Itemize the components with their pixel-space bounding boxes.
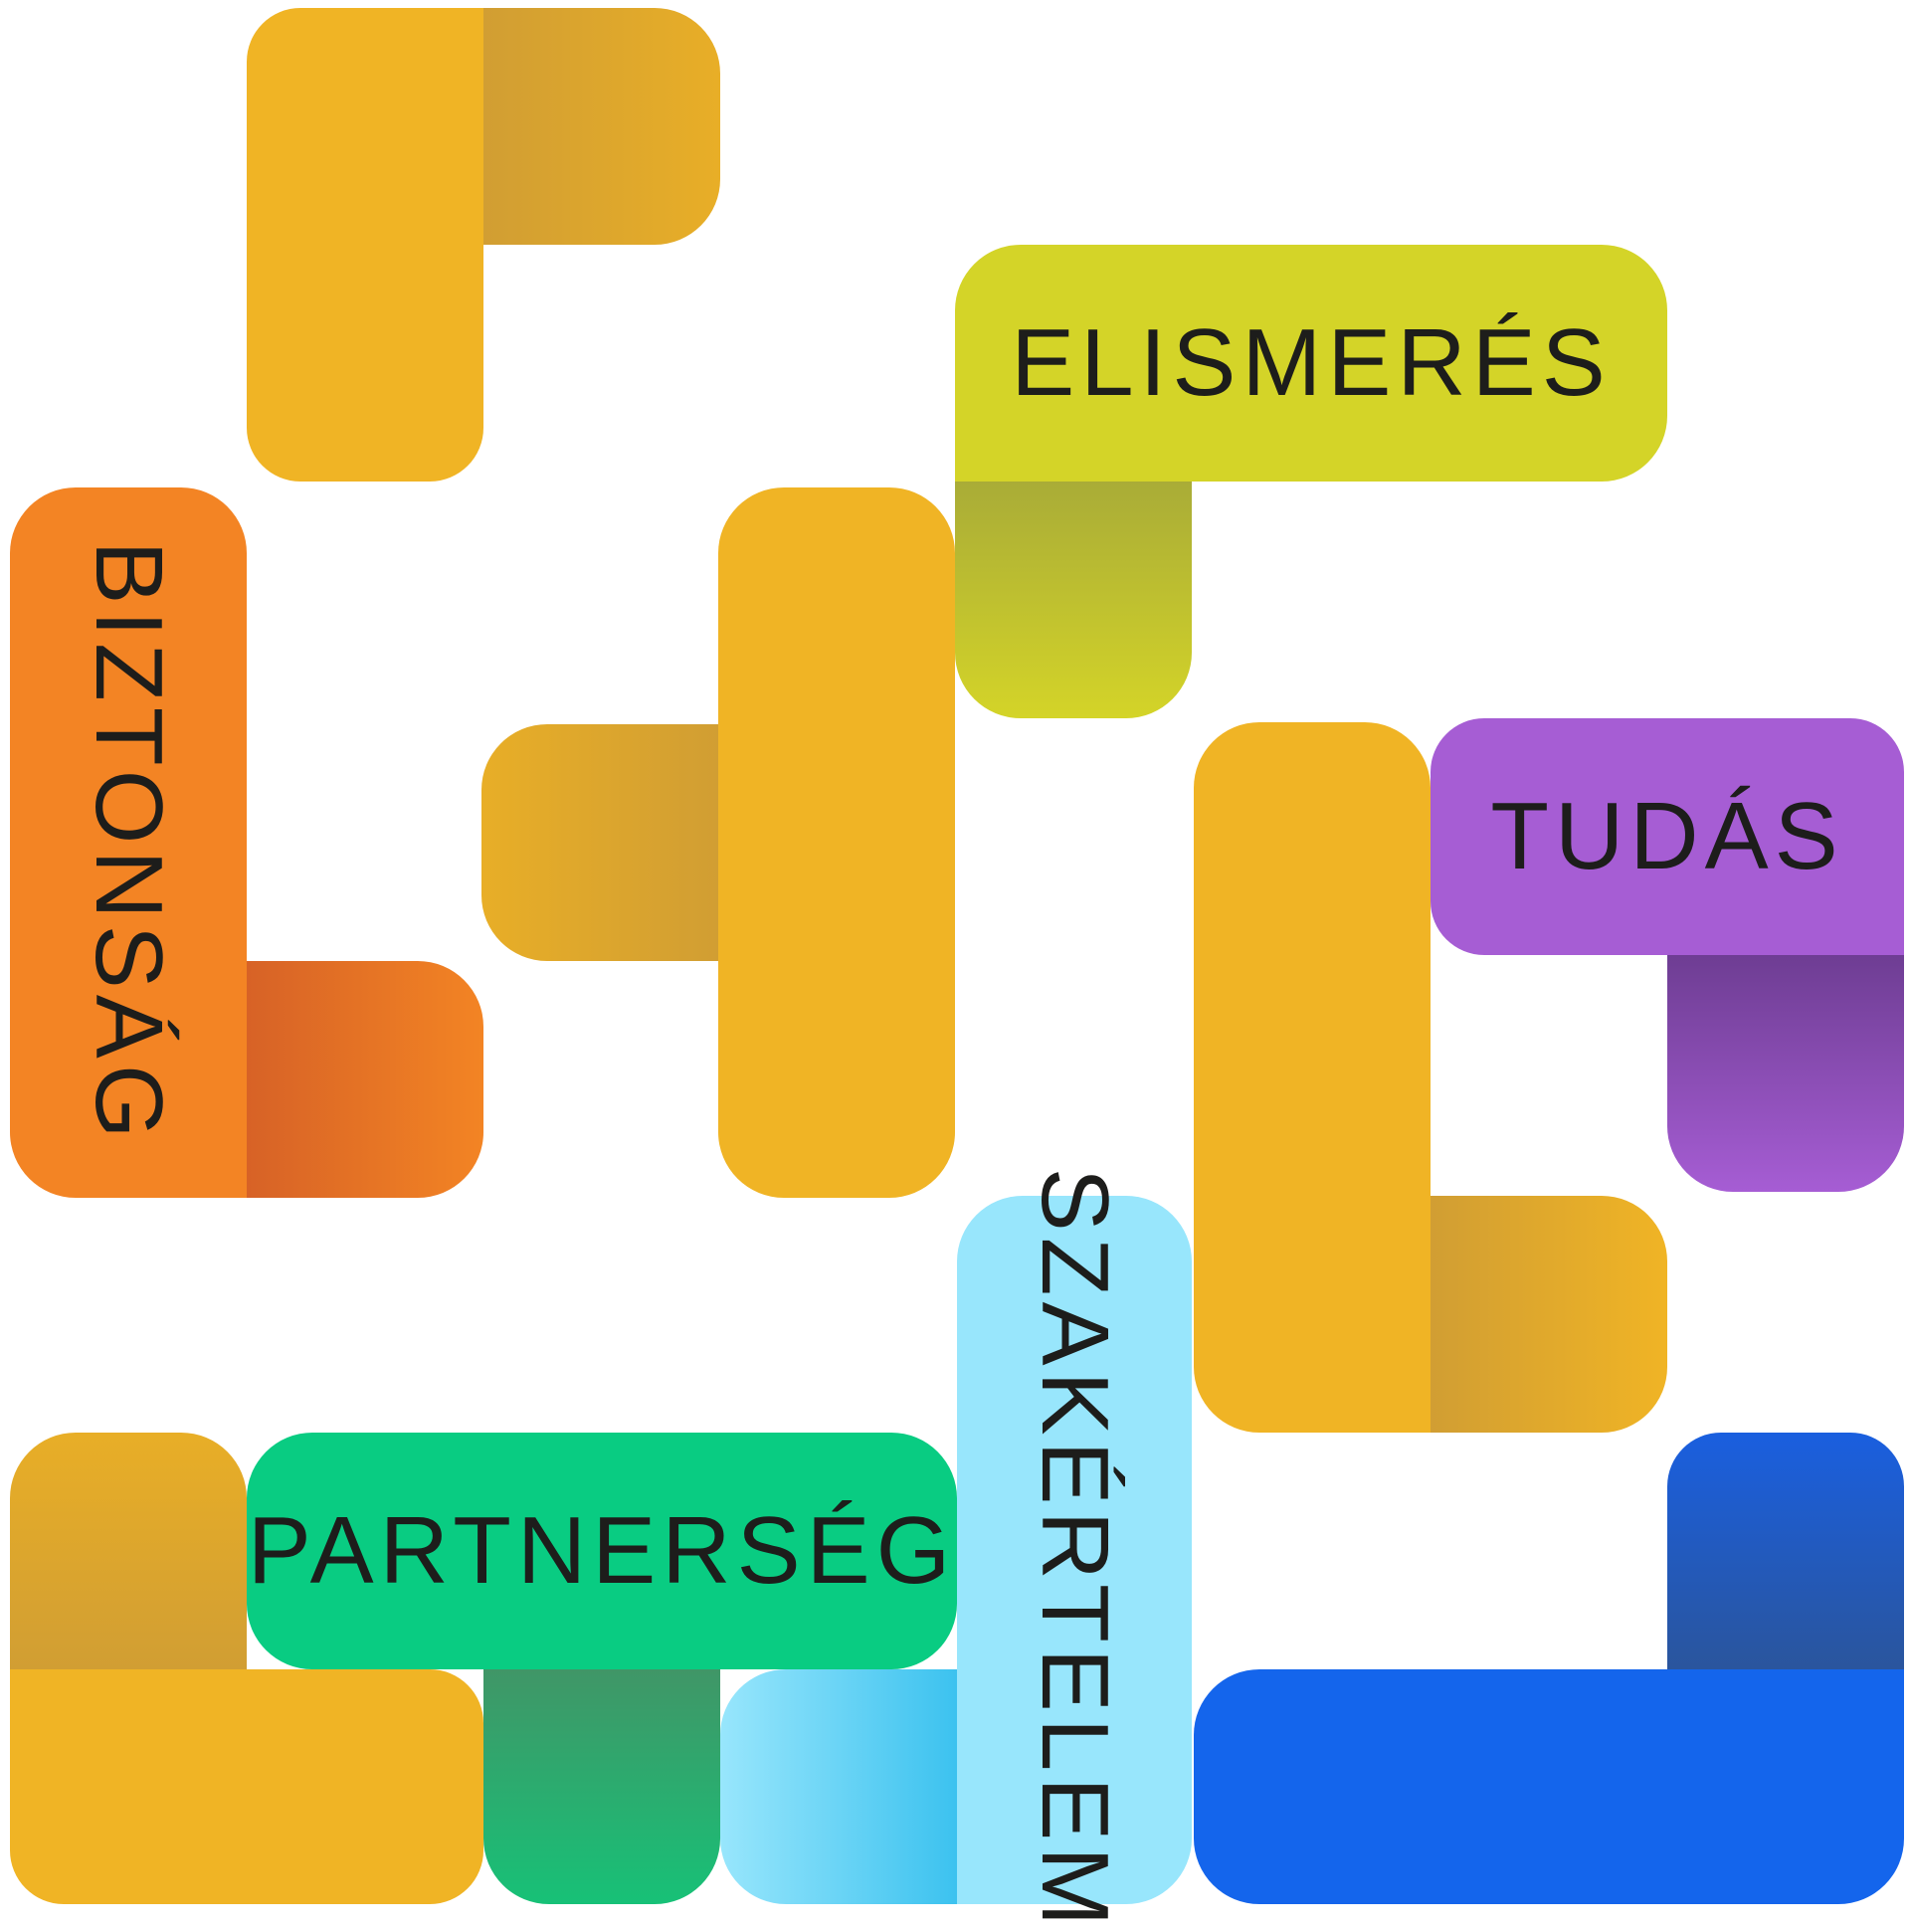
purple-horizontal-bar: TUDÁS xyxy=(1431,718,1904,955)
orange-vertical-bar: BIZTONSÁG xyxy=(10,487,247,1198)
tudas-label: TUDÁS xyxy=(1490,783,1844,889)
amber-vertical-bar-right xyxy=(1194,722,1431,1433)
biztonsag-label: BIZTONSÁG xyxy=(76,540,182,1145)
lime-horizontal-bar: ELISMERÉS xyxy=(955,245,1667,482)
purple-tab-down xyxy=(1667,955,1904,1192)
amber-vertical-bar-center xyxy=(718,487,955,1198)
elismeres-label: ELISMERÉS xyxy=(1011,309,1612,416)
amber-tab-left xyxy=(481,724,718,961)
blue-tab-up xyxy=(1667,1433,1904,1669)
lime-tab-down xyxy=(955,482,1192,718)
amber-horizontal-bar-bottom xyxy=(10,1669,483,1904)
green-horizontal-bar: PARTNERSÉG xyxy=(247,1433,957,1669)
orange-tab-right xyxy=(247,961,483,1198)
amber-tab-top xyxy=(483,8,720,245)
blue-horizontal-bar xyxy=(1194,1669,1904,1904)
szakertelem-label: SZAKÉRTELEM xyxy=(1022,1167,1128,1932)
sky-vertical-bar: SZAKÉRTELEM xyxy=(957,1167,1192,1932)
sky-tab-left xyxy=(720,1669,957,1904)
amber-tab-bottom-right xyxy=(1431,1196,1667,1433)
amber-vertical-bar-top-left xyxy=(247,8,483,482)
amber-tab-bottom-left xyxy=(10,1433,247,1669)
green-tab-down xyxy=(483,1669,720,1904)
partnerseg-label: PARTNERSÉG xyxy=(247,1497,957,1604)
